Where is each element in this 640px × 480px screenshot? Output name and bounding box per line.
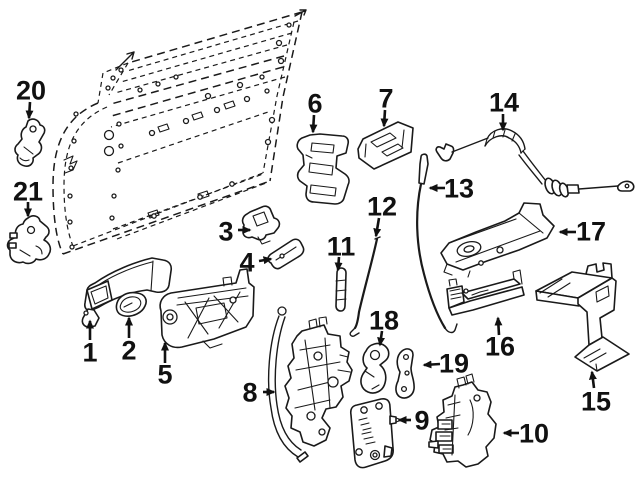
callout-label-7: 7 xyxy=(378,84,393,114)
callout-11: 11 xyxy=(327,232,356,272)
part-16-drawing xyxy=(446,269,525,316)
part-18-drawing xyxy=(360,342,390,394)
callout-label-2: 2 xyxy=(121,336,136,366)
callout-arrow-6 xyxy=(309,114,318,134)
part-17-drawing xyxy=(440,202,555,278)
callout-17: 17 xyxy=(558,217,606,247)
callout-arrow-16 xyxy=(494,316,503,336)
callout-21: 21 xyxy=(13,177,43,218)
callout-label-8: 8 xyxy=(242,378,257,408)
callout-16: 16 xyxy=(485,316,515,362)
callout-arrow-11 xyxy=(334,256,343,272)
part-15-drawing xyxy=(535,262,630,372)
callout-10: 10 xyxy=(502,419,549,449)
callout-5: 5 xyxy=(157,341,173,390)
part-3-drawing xyxy=(241,205,281,245)
callout-20: 20 xyxy=(16,76,46,120)
part-2-drawing xyxy=(115,291,147,317)
callout-1: 1 xyxy=(82,319,98,368)
callout-arrow-18 xyxy=(377,330,386,347)
callout-19: 19 xyxy=(422,349,469,379)
callout-label-19: 19 xyxy=(439,349,469,379)
callout-label-10: 10 xyxy=(519,419,549,449)
part-4-drawing xyxy=(267,238,305,270)
callout-3: 3 xyxy=(218,217,252,247)
callout-7: 7 xyxy=(378,84,394,128)
callout-label-3: 3 xyxy=(218,217,233,247)
callout-label-21: 21 xyxy=(13,177,43,207)
callout-label-13: 13 xyxy=(444,174,474,204)
part-7-drawing xyxy=(357,121,414,170)
callout-4: 4 xyxy=(239,248,273,278)
callout-arrow-12 xyxy=(373,217,382,238)
callout-label-16: 16 xyxy=(485,332,515,362)
callout-8: 8 xyxy=(242,378,276,408)
callout-label-15: 15 xyxy=(581,387,611,417)
part-21-drawing xyxy=(6,215,52,265)
part-20-drawing xyxy=(14,118,46,167)
callout-label-11: 11 xyxy=(327,232,356,262)
part-14-drawing xyxy=(435,128,635,198)
callout-18: 18 xyxy=(369,306,399,347)
callout-13: 13 xyxy=(428,174,474,204)
callout-label-18: 18 xyxy=(369,306,399,336)
callout-14: 14 xyxy=(489,88,519,132)
callout-label-6: 6 xyxy=(307,89,322,119)
part-10-drawing xyxy=(428,373,497,468)
part-9-drawing xyxy=(349,398,400,469)
part-13-drawing xyxy=(416,153,458,334)
callout-2: 2 xyxy=(121,316,137,366)
callout-arrow-15 xyxy=(588,370,597,389)
part-8-drawing xyxy=(267,306,353,463)
callout-arrow-4 xyxy=(258,256,273,265)
part-11-drawing xyxy=(335,267,347,312)
callout-12: 12 xyxy=(367,192,397,238)
callout-label-14: 14 xyxy=(489,88,519,118)
callout-arrow-7 xyxy=(380,109,389,128)
part-6-drawing xyxy=(296,133,350,205)
callout-label-17: 17 xyxy=(576,217,606,247)
callout-label-4: 4 xyxy=(239,248,254,278)
door-frame-drawing xyxy=(52,9,307,255)
callout-label-12: 12 xyxy=(367,192,397,222)
callout-label-20: 20 xyxy=(16,76,46,106)
callout-label-5: 5 xyxy=(157,360,172,390)
callout-arrow-20 xyxy=(25,101,34,120)
callout-6: 6 xyxy=(307,89,323,134)
callout-label-9: 9 xyxy=(414,406,429,436)
part-1-drawing xyxy=(81,257,173,328)
callout-arrow-19 xyxy=(422,360,441,369)
callout-9: 9 xyxy=(397,406,430,436)
callout-15: 15 xyxy=(581,370,611,417)
callout-label-1: 1 xyxy=(82,338,97,368)
part-19-drawing xyxy=(395,348,415,399)
